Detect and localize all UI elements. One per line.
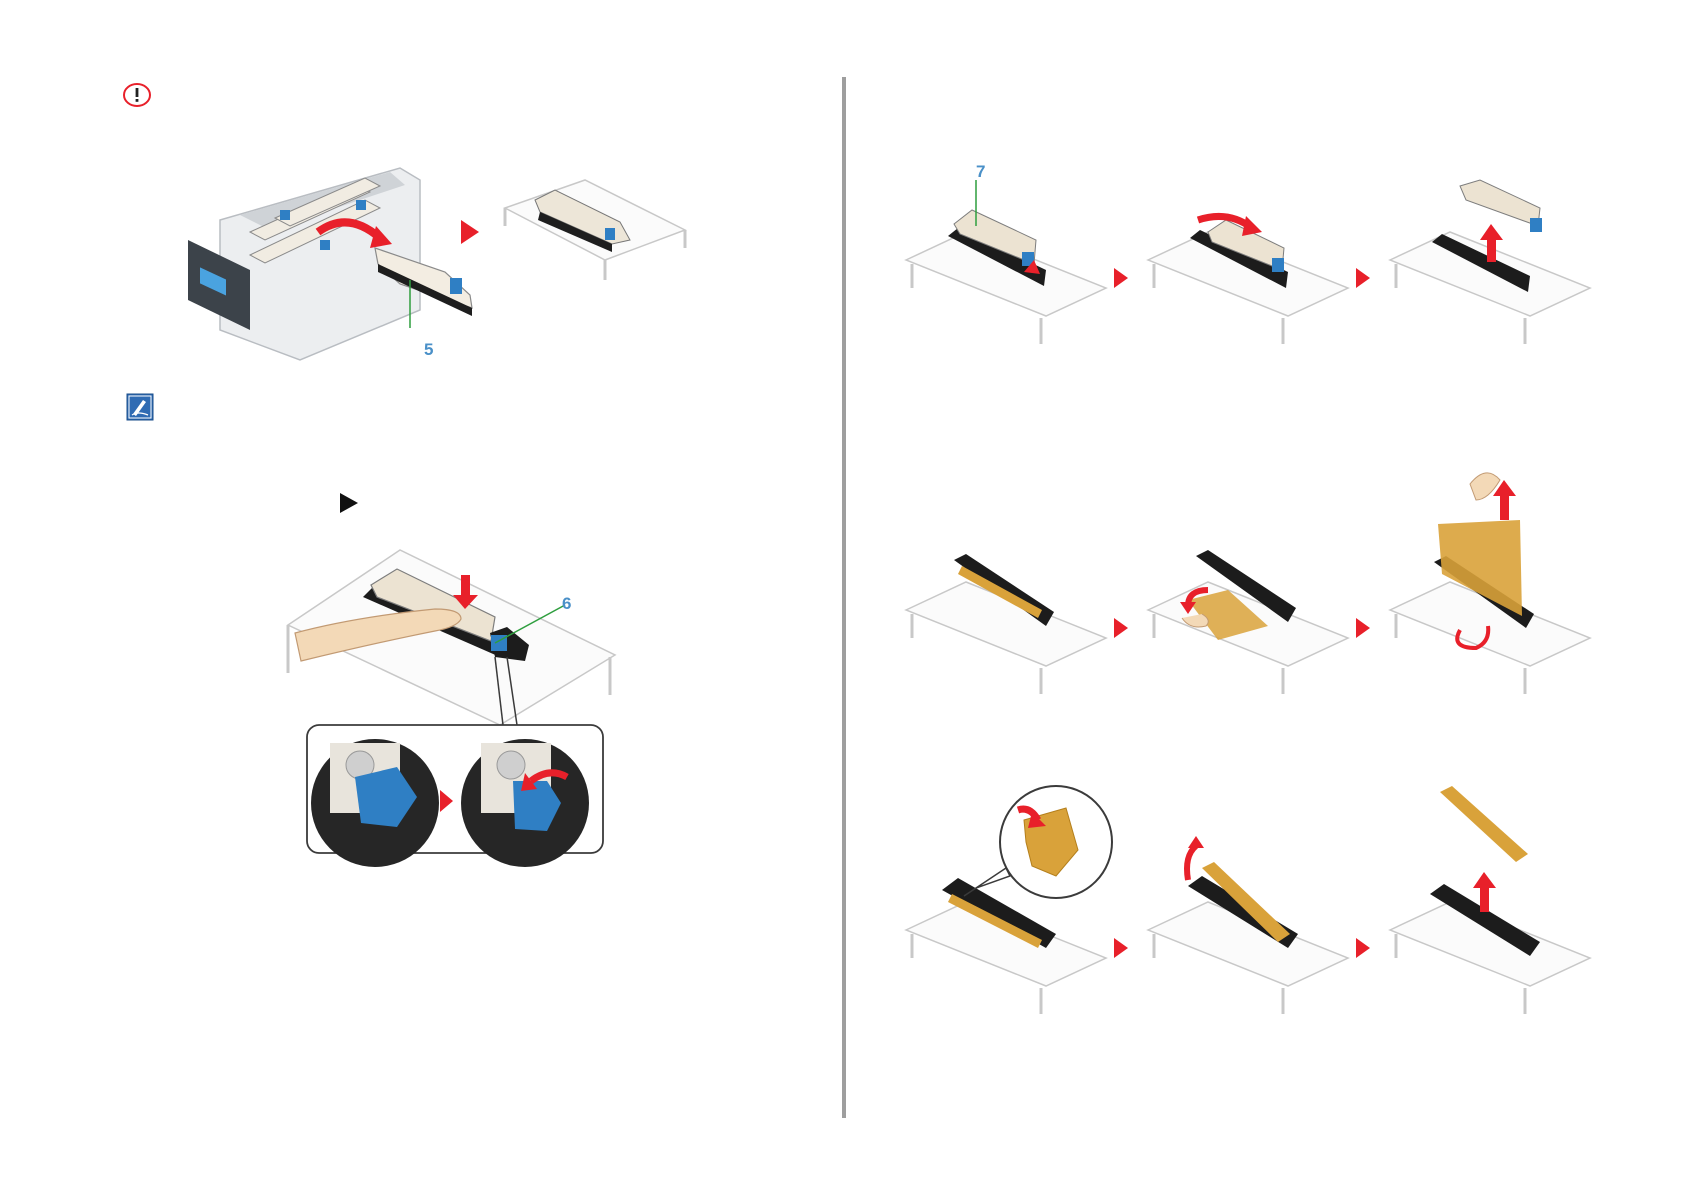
- printer-drum-removal-illustration: [180, 160, 720, 360]
- left-page: 5: [0, 0, 842, 1190]
- notice-icon: [122, 82, 152, 108]
- drum-cover-step-row: [906, 780, 1646, 1020]
- right-page: 7: [846, 0, 1684, 1190]
- callout-drum-unit: 5: [424, 340, 433, 360]
- callout-toner-lever: 6: [562, 594, 571, 614]
- callout-toner-cartridge: 7: [976, 162, 985, 182]
- toner-install-illustration: [285, 545, 615, 855]
- memo-icon: [126, 393, 154, 421]
- play-triangle-icon: [340, 493, 358, 513]
- toner-removal-step-row: [906, 180, 1646, 360]
- protective-sheet-step-row: [906, 490, 1646, 700]
